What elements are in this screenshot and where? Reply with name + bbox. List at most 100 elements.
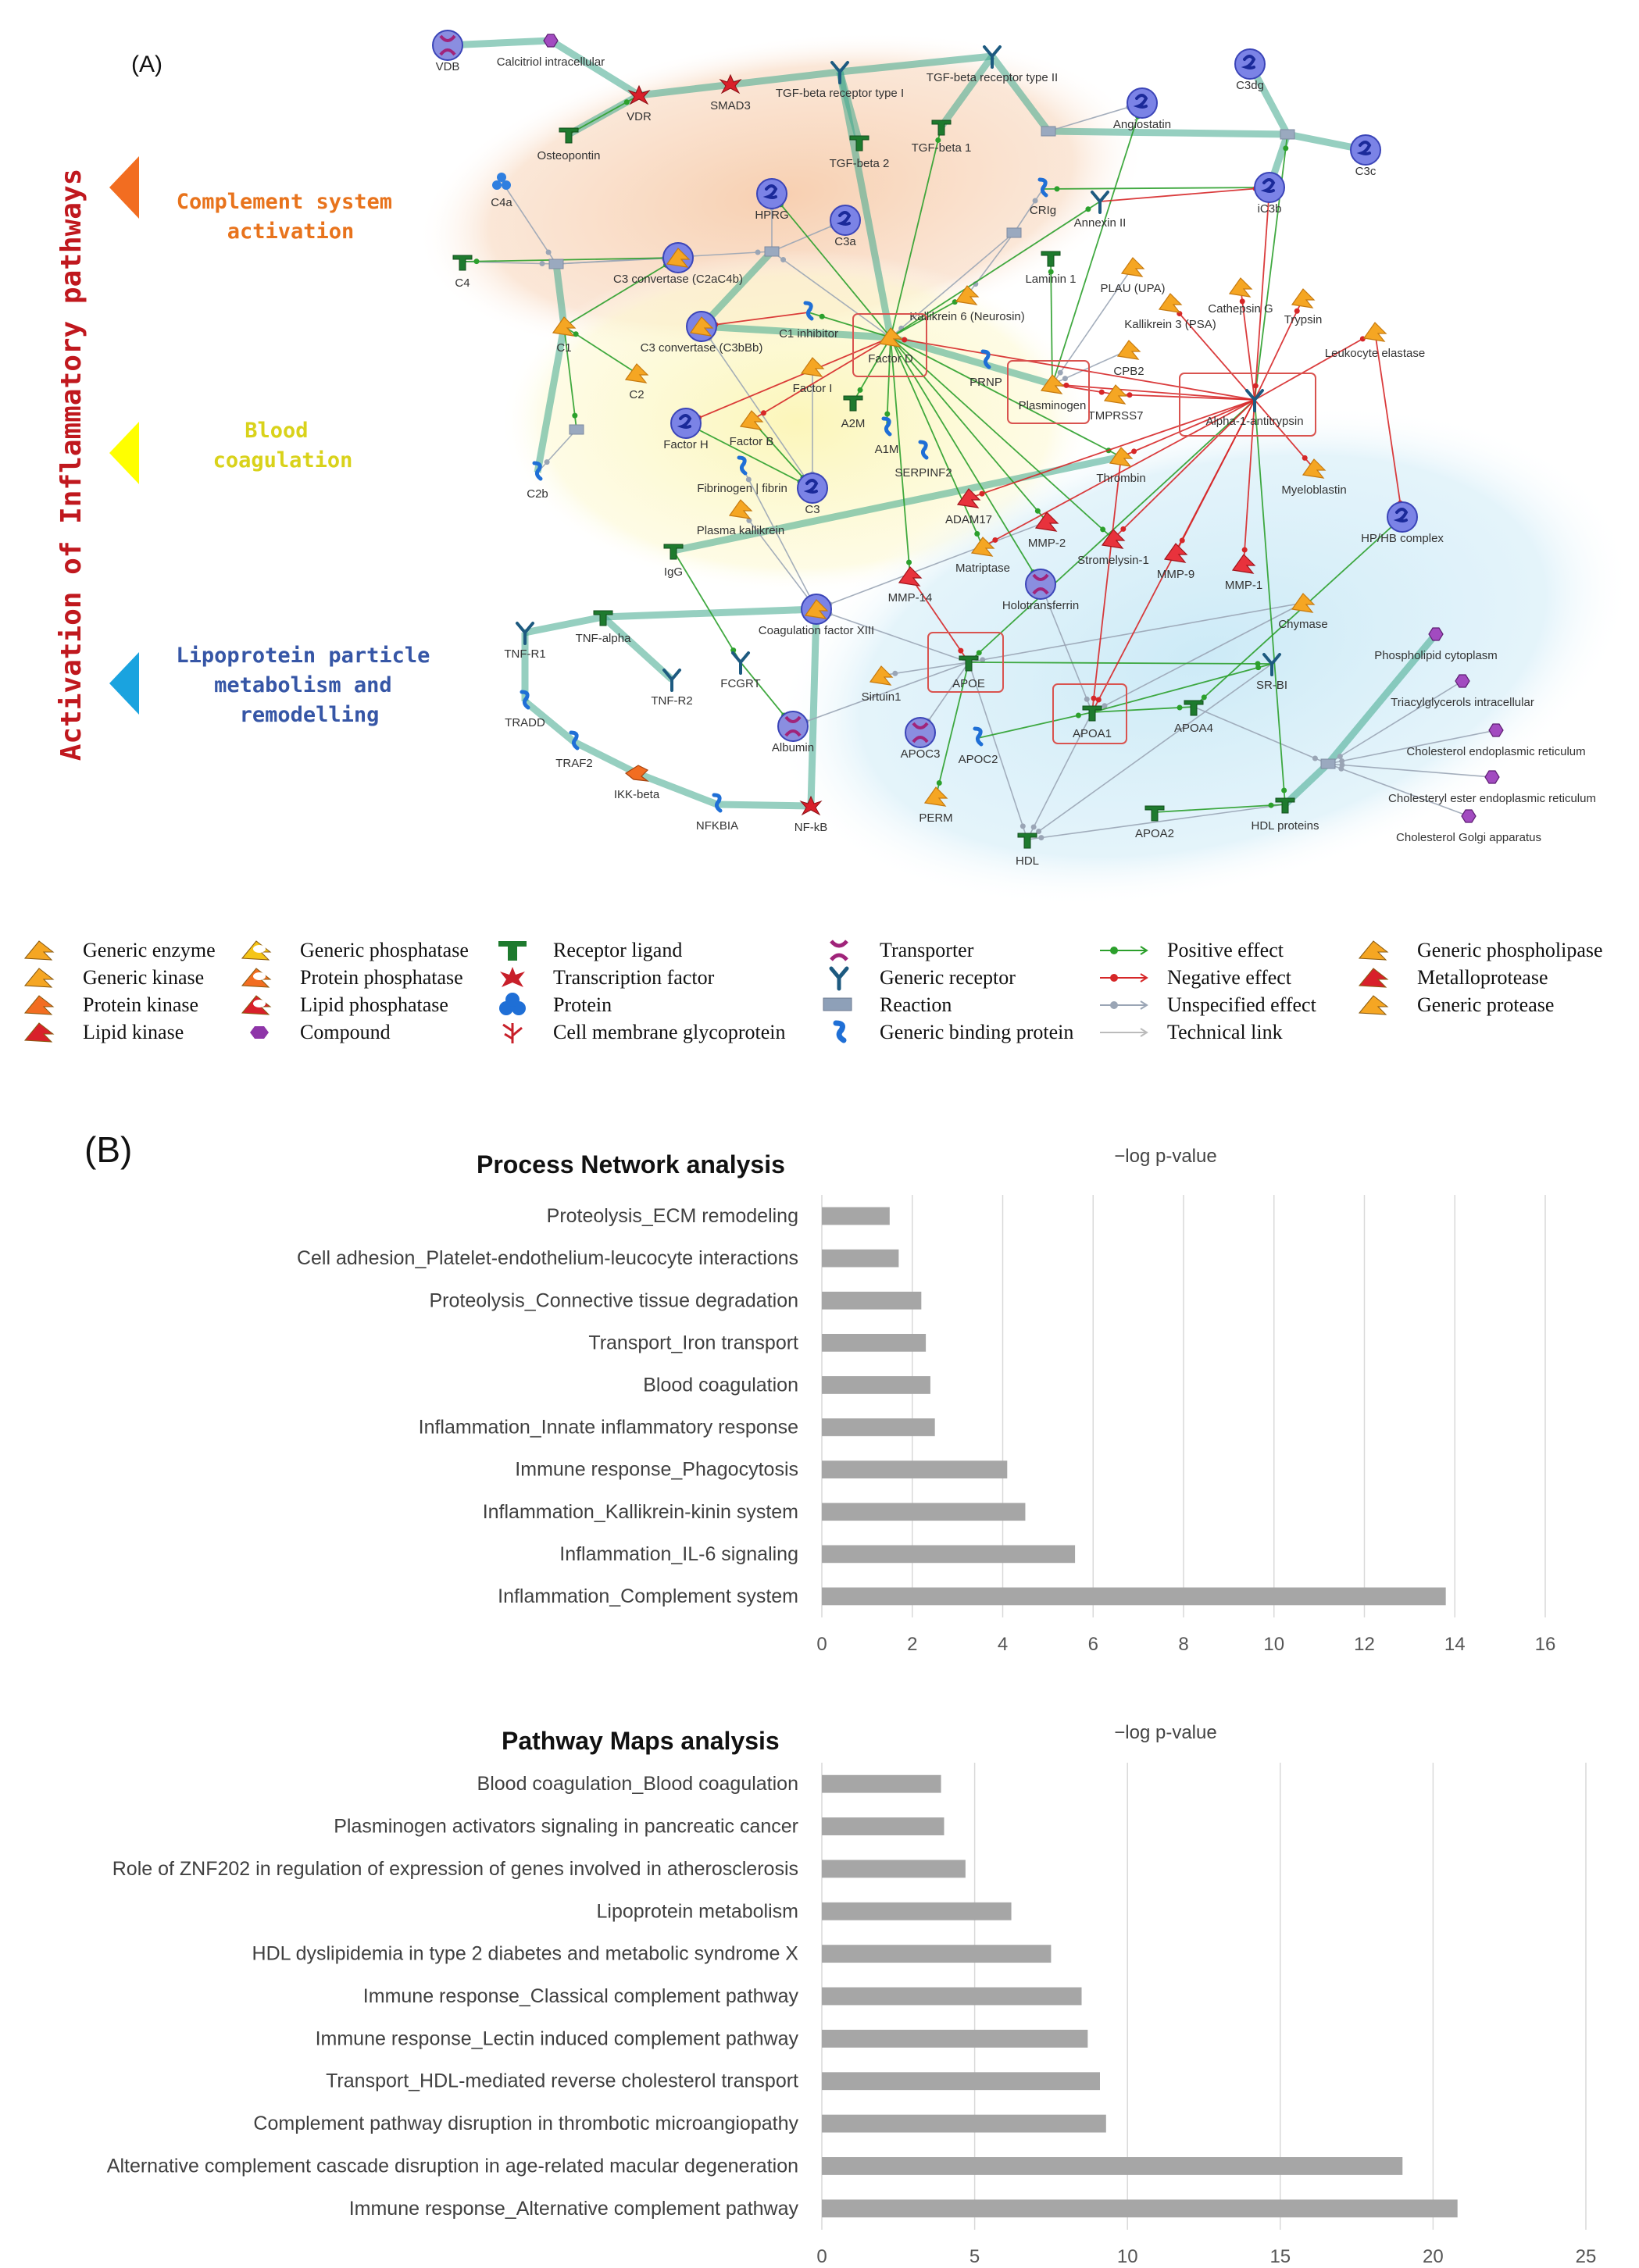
category-label: Proteolysis_ECM remodeling	[547, 1205, 798, 1227]
receptor-icon	[829, 966, 849, 991]
node-label: SMAD3	[710, 99, 751, 112]
node-cathepsin-g: Cathepsin G	[1208, 277, 1273, 316]
node-label: C2	[629, 388, 644, 401]
negative-effect-link-head	[1252, 383, 1259, 389]
legend-label: Technical link	[1167, 1021, 1283, 1043]
node-label: Annexin II	[1074, 216, 1127, 230]
protease-icon	[1103, 384, 1128, 405]
legend-label: Generic binding protein	[880, 1021, 1073, 1043]
node-fcgrt: FCGRT	[720, 651, 761, 690]
node-label: HDL	[1016, 854, 1039, 868]
cluster-icon	[492, 173, 511, 190]
node-label: C2b	[527, 487, 548, 501]
positive-effect-link-head	[884, 411, 891, 417]
unspecified-effect-link	[1327, 680, 1463, 765]
node-serpinf2: SERPINF2	[894, 440, 952, 480]
highlight-link	[447, 37, 552, 49]
binding-icon	[737, 455, 748, 476]
node-tradd: TRADD	[505, 690, 545, 729]
ligand-icon	[1082, 705, 1102, 722]
positive-effect-link-head	[1201, 694, 1207, 701]
phosphatase-icon	[241, 940, 272, 961]
positive-effect-link-head	[1100, 526, 1106, 533]
tick-label: 14	[1444, 1634, 1466, 1655]
tick-label: 0	[816, 1634, 827, 1655]
node-apoa4: APOA4	[1174, 700, 1213, 735]
legend-label: Protein kinase	[83, 993, 198, 1016]
positive-effect-link-head	[573, 331, 579, 337]
legend-label: Compound	[300, 1021, 391, 1043]
bar	[822, 1291, 922, 1310]
positive-effect-link	[890, 337, 1041, 585]
ligand-icon	[1184, 700, 1204, 716]
negative-effect-link	[968, 399, 1255, 499]
positive-effect-link-head	[976, 650, 982, 656]
node-apoa1: APOA1	[1073, 705, 1112, 740]
node-thrombin: Thrombin	[1096, 447, 1146, 485]
node-sr-bi: SR-BI	[1256, 653, 1287, 692]
negative-effect-link	[701, 312, 809, 327]
protease-icon	[1109, 447, 1134, 467]
legend-label: Protein	[553, 993, 612, 1016]
node-label: NFKBIA	[696, 819, 738, 833]
metallo-icon	[1101, 529, 1126, 549]
node-apoc2: APOC2	[959, 726, 998, 766]
positive-effect-link-head	[1281, 787, 1287, 793]
positive-effect-link-head	[936, 780, 942, 786]
legend-label: Generic phospholipase	[1417, 939, 1603, 961]
region-backgrounds	[416, 32, 1632, 908]
panel-a-label: (A)	[131, 52, 162, 77]
negative-effect-link	[1254, 187, 1270, 401]
metallo-icon	[898, 566, 923, 587]
node-factor-h: Factor H	[663, 408, 709, 451]
legend-label: Lipid phosphatase	[300, 993, 448, 1016]
ligand-icon	[1144, 805, 1165, 822]
highlight-link	[698, 248, 775, 330]
compound-icon	[1461, 809, 1477, 823]
node-label: PLAU (UPA)	[1100, 282, 1165, 295]
ligand-icon	[959, 655, 979, 672]
node-osteopontin: Osteopontin	[537, 127, 600, 162]
node-label: Alpha-1-antitrypsin	[1205, 415, 1303, 428]
bars	[822, 1774, 1458, 2218]
positive-effect-link	[890, 126, 942, 338]
pkinase-icon	[624, 765, 650, 782]
node-albumin: Albumin	[772, 711, 814, 754]
node-label: SR-BI	[1256, 679, 1287, 692]
node-label: TMPRSS7	[1088, 409, 1144, 423]
reaction-node	[764, 246, 780, 257]
protease-icon	[1120, 257, 1145, 277]
negative-effect-link	[1243, 399, 1255, 565]
network-edges	[447, 37, 1497, 841]
node-label: SERPINF2	[894, 466, 952, 480]
panel-b-label: (B)	[84, 1129, 132, 1170]
protein-kinase-icon	[23, 995, 55, 1015]
node-label: Factor D	[868, 352, 913, 366]
node-cholesterol-golgi-apparatus: Cholesterol Golgi apparatus	[1396, 809, 1541, 844]
reaction-node	[548, 259, 564, 269]
protein-icon	[797, 472, 828, 504]
highlight-link	[701, 323, 891, 341]
category-label: Cell adhesion_Platelet-endothelium-leuco…	[297, 1247, 798, 1269]
node-label: Myeloblastin	[1281, 483, 1346, 497]
node-label: IKK-beta	[614, 788, 660, 801]
positive-effect-link	[685, 423, 813, 489]
tick-label: 16	[1535, 1634, 1556, 1655]
section-markers: Complement system activation Blood coagu…	[109, 156, 430, 727]
node-label: MMP-1	[1225, 579, 1262, 592]
node-label: Cholesterol endoplasmic reticulum	[1406, 745, 1585, 758]
unspecified-effect-link	[792, 662, 969, 727]
node-label: Trypsin	[1284, 313, 1323, 326]
node-factor-d: Factor D	[868, 327, 913, 366]
ligand-icon	[559, 127, 579, 144]
positive-effect-link	[890, 337, 1048, 522]
protease-icon	[1358, 995, 1389, 1015]
node-hdl: HDL	[1016, 833, 1039, 868]
node-chymase: Chymase	[1278, 593, 1328, 631]
node-label: TNF-R1	[504, 647, 545, 661]
section-arrow-lipoprotein	[109, 652, 139, 715]
negative-effect-link-head	[1127, 392, 1133, 398]
negative-effect-link	[1240, 287, 1255, 401]
